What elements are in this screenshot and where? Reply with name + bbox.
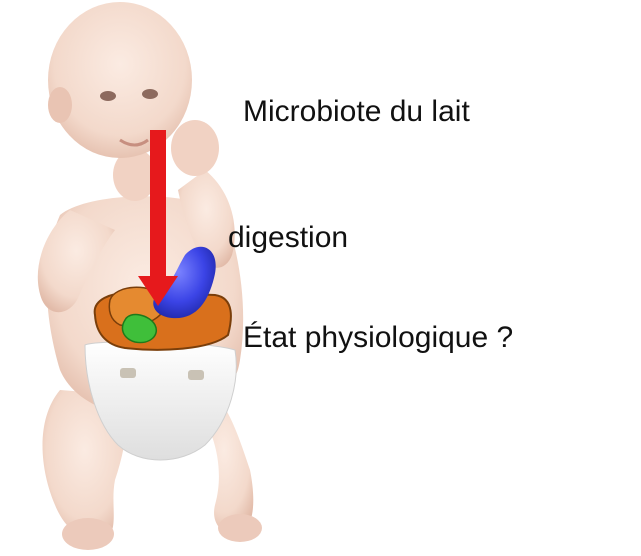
head — [48, 2, 192, 158]
left-foot — [62, 518, 114, 550]
diaper-tab-left — [120, 368, 136, 378]
caption-physiological-state: État physiologique ? — [243, 323, 513, 353]
left-eye — [100, 91, 116, 101]
right-eye — [142, 89, 158, 99]
right-foot — [218, 514, 262, 542]
right-hand — [171, 120, 219, 176]
caption-digestion: digestion — [228, 223, 348, 253]
caption-milk-microbiota: Microbiote du lait — [243, 97, 470, 127]
diaper-tab-right — [188, 370, 204, 380]
ear — [48, 87, 72, 123]
